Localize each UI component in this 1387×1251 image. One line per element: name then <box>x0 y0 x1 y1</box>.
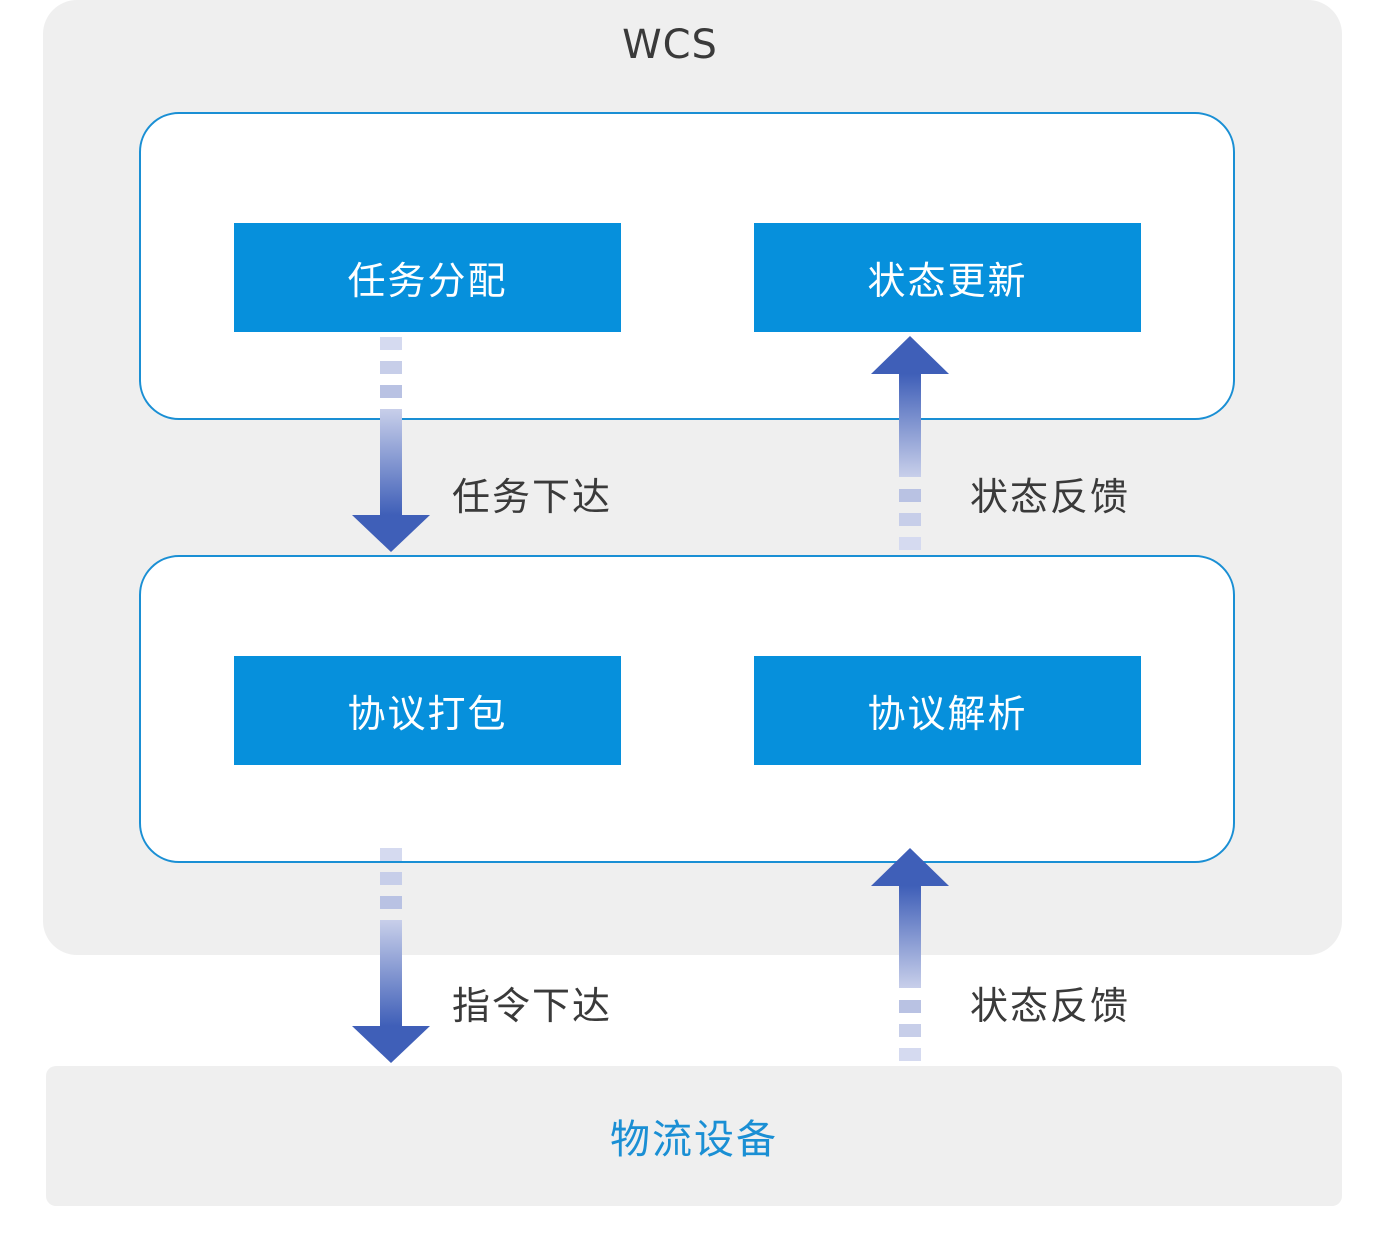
protocol-parsing-block: 协议解析 <box>754 656 1141 765</box>
status-feedback-upper-label: 状态反馈 <box>970 475 1131 519</box>
task-allocation-block: 任务分配 <box>234 223 621 332</box>
equipment-panel: 物流设备 <box>46 1066 1342 1206</box>
command-dispatch-arrow-icon <box>352 848 430 1063</box>
status-feedback-lower-label: 状态反馈 <box>970 984 1131 1028</box>
command-dispatch-label: 指令下达 <box>452 984 613 1028</box>
status-feedback-arrow-lower-icon <box>871 848 949 1061</box>
status-update-block: 状态更新 <box>754 223 1141 332</box>
task-dispatch-label: 任务下达 <box>452 475 613 519</box>
status-feedback-arrow-upper-icon <box>871 336 949 550</box>
wcs-title: WCS <box>622 22 718 68</box>
equipment-label: 物流设备 <box>610 1117 778 1163</box>
protocol-packing-block: 协议打包 <box>234 656 621 765</box>
task-dispatch-arrow-icon <box>352 337 430 552</box>
